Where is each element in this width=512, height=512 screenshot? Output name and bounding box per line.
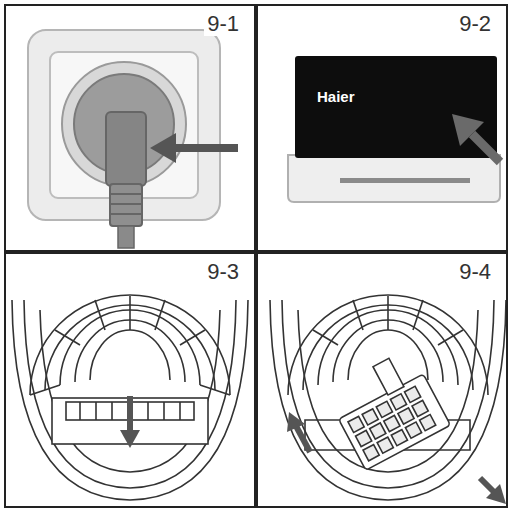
display-panel: Haier [295, 56, 497, 158]
step-number: 9-3 [204, 260, 242, 284]
control-tray [288, 155, 500, 202]
down-arrow [120, 396, 140, 448]
socket-plug [28, 30, 238, 248]
move-arrows [287, 412, 506, 504]
step-panel: 9-4 [256, 252, 508, 508]
door-bin [12, 295, 248, 500]
step-number: 9-1 [204, 12, 242, 36]
filter [324, 347, 450, 470]
step-number: 9-4 [456, 260, 494, 284]
step-panel: 9-2Haier [256, 4, 508, 252]
step-number: 9-2 [456, 12, 494, 36]
door-bin [270, 295, 506, 500]
step-panel: 9-3 [4, 252, 256, 508]
press-arrow [452, 114, 500, 162]
step-panel: 9-1 [4, 4, 256, 252]
brand-name: Haier [317, 89, 355, 106]
